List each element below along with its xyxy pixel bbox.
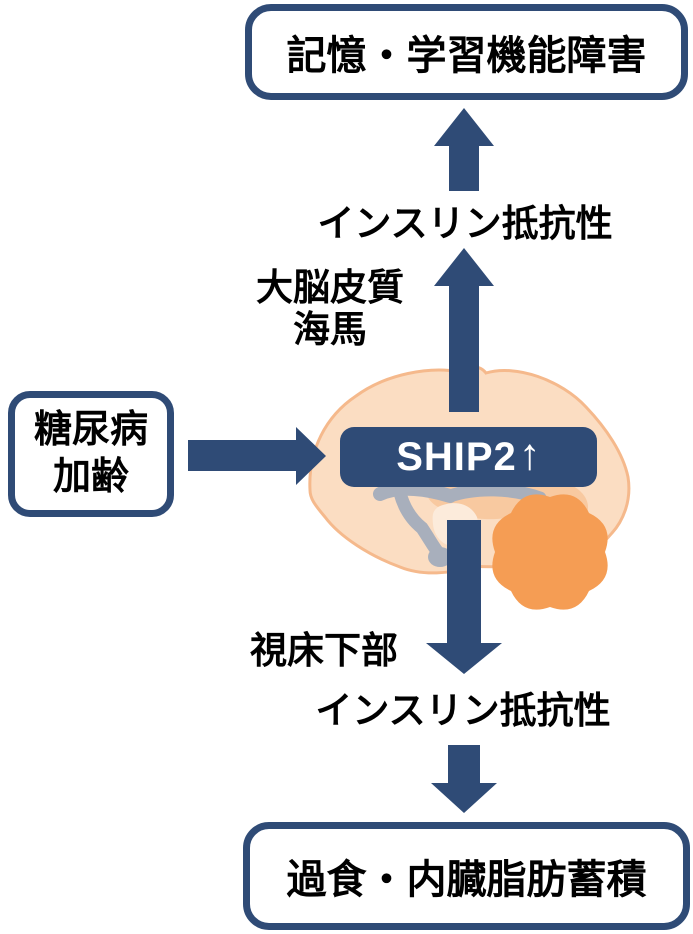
cause-box-diabetes-aging: 糖尿病 加齢 <box>8 391 174 517</box>
label-cerebral-cortex-hippocampus: 大脳皮質 海馬 <box>230 267 430 351</box>
cause-label-diabetes: 糖尿病 <box>33 409 148 451</box>
outcome-box-overeating-label: 過食・内臓脂肪蓄積 <box>286 858 647 902</box>
brain-illustration <box>308 365 631 610</box>
outcome-box-memory-label: 記憶・学習機能障害 <box>286 34 647 78</box>
ship2-box: SHIP2 ↑ <box>340 427 597 487</box>
outcome-box-overeating-fat: 過食・内臓脂肪蓄積 <box>243 822 690 930</box>
ship2-label: SHIP2 <box>396 434 517 479</box>
outcome-box-memory-impairment: 記憶・学習機能障害 <box>245 4 688 100</box>
label-insulin-resistance-lower: インスリン抵抗性 <box>315 690 611 731</box>
cerebellum-shape <box>492 494 608 610</box>
ship2-increase-arrow-icon: ↑ <box>518 430 541 479</box>
label-insulin-resistance-upper: インスリン抵抗性 <box>317 203 613 244</box>
label-hippocampus: 海馬 <box>293 309 367 350</box>
cause-label-aging: 加齢 <box>52 456 129 498</box>
medulla-shape <box>428 547 452 567</box>
label-cerebral-cortex: 大脳皮質 <box>256 267 404 308</box>
arrow-up-to-memory-icon <box>434 108 494 191</box>
corpus-callosum-shape <box>373 481 457 503</box>
label-hypothalamus: 視床下部 <box>250 630 398 671</box>
arrow-to-overeating-icon <box>431 745 497 813</box>
